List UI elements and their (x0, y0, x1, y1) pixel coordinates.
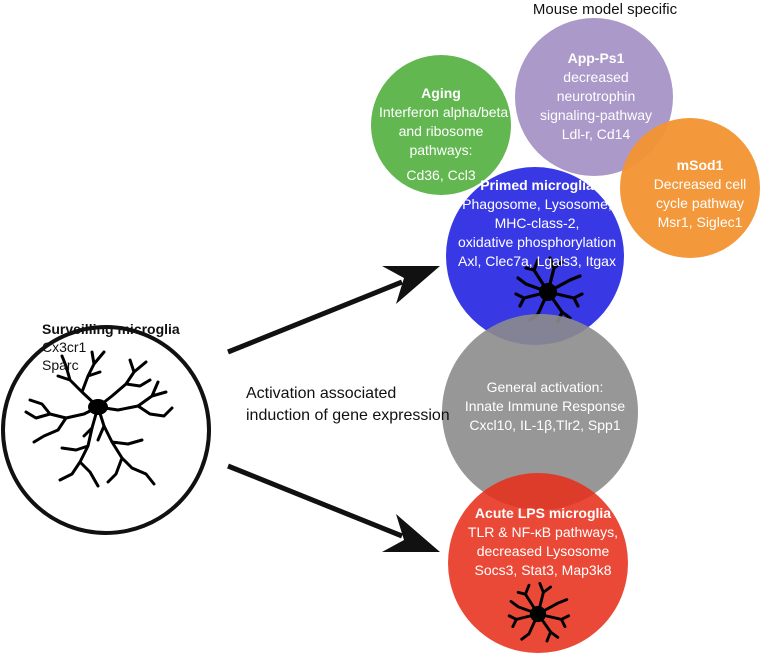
general-activation-circle (442, 314, 638, 510)
aging-text-block: Aging Interferon alpha/beta and ribosome… (379, 84, 509, 185)
primed-line-4: Axl, Clec7a, Lgals3, Itgax (458, 253, 616, 269)
app-ps1-text-block: App-Ps1 decreased neurotrophin signaling… (531, 49, 661, 144)
surveilling-microglia-cell-icon (24, 350, 174, 488)
aging-line-2: and ribosome (398, 123, 484, 139)
msod1-text-block: mSod1 Decreased cell cycle pathway Msr1,… (642, 156, 758, 232)
msod1-line-2: cycle pathway (656, 195, 744, 211)
aging-line-4: Cd36, Ccl3 (406, 167, 476, 183)
activation-text-line-2: induction of gene expression (246, 407, 450, 424)
app-ps1-line-4: Ldl-r, Cd14 (561, 126, 631, 142)
mouse-model-specific-label: Mouse model specific (510, 0, 700, 20)
general-line-2: Innate Immune Response (464, 398, 626, 414)
arrow-to-primed (227, 266, 440, 355)
surveilling-microglia-text-block: Surveilling microglia Cx3cr1 Sparc (42, 320, 180, 374)
general-line-1: General activation: (486, 379, 604, 395)
mouse-model-specific-text: Mouse model specific (532, 1, 678, 18)
primed-microglia-title: Primed microglia (480, 177, 594, 193)
surveilling-microglia-group (1, 325, 211, 535)
app-ps1-circle (515, 18, 673, 176)
lps-line-1: TLR & NF-κB pathways, (467, 524, 619, 540)
msod1-line-3: Msr1, Siglec1 (657, 214, 743, 230)
app-ps1-line-2: neurotrophin (556, 88, 636, 104)
aging-title: Aging (421, 85, 461, 101)
acute-lps-circle (448, 473, 628, 653)
aging-line-1: Interferon alpha/beta (379, 104, 509, 120)
aging-circle (371, 55, 511, 195)
primed-line-3: oxidative phosphorylation (458, 234, 616, 250)
activation-text-block: Activation associated induction of gene … (246, 383, 450, 427)
surveilling-microglia-title: Surveilling microglia (42, 321, 180, 337)
primed-microglia-text-block: Primed microglia Phagosome, Lysosome, MH… (452, 176, 622, 271)
primed-line-2: MHC-class-2, (494, 215, 580, 231)
msod1-title: mSod1 (676, 157, 724, 173)
arrow-to-lps (227, 463, 440, 552)
acute-lps-title: Acute LPS microglia (474, 505, 612, 521)
general-line-3: Cxcl10, IL-1β,Tlr2, Spp1 (469, 417, 621, 433)
app-ps1-line-3: signaling-pathway (539, 107, 653, 123)
aging-line-3: pathways: (409, 142, 473, 158)
primed-microglia-circle (446, 167, 624, 345)
msod1-line-1: Decreased cell (653, 176, 747, 192)
general-activation-text-block: General activation: Innate Immune Respon… (460, 378, 630, 435)
surveilling-gene-2: Sparc (42, 357, 79, 373)
msod1-circle (620, 118, 760, 258)
app-ps1-line-1: decreased (563, 69, 629, 85)
app-ps1-title: App-Ps1 (567, 50, 625, 66)
primed-line-1: Phagosome, Lysosome, (462, 196, 612, 212)
activation-text-line-1: Activation associated (246, 385, 397, 402)
lps-line-3: Socs3, Stat3, Map3k8 (474, 562, 612, 578)
surveilling-gene-1: Cx3cr1 (42, 339, 87, 355)
acute-lps-text-block: Acute LPS microglia TLR & NF-κB pathways… (458, 504, 628, 580)
lps-line-2: decreased Lysosome (476, 543, 610, 559)
